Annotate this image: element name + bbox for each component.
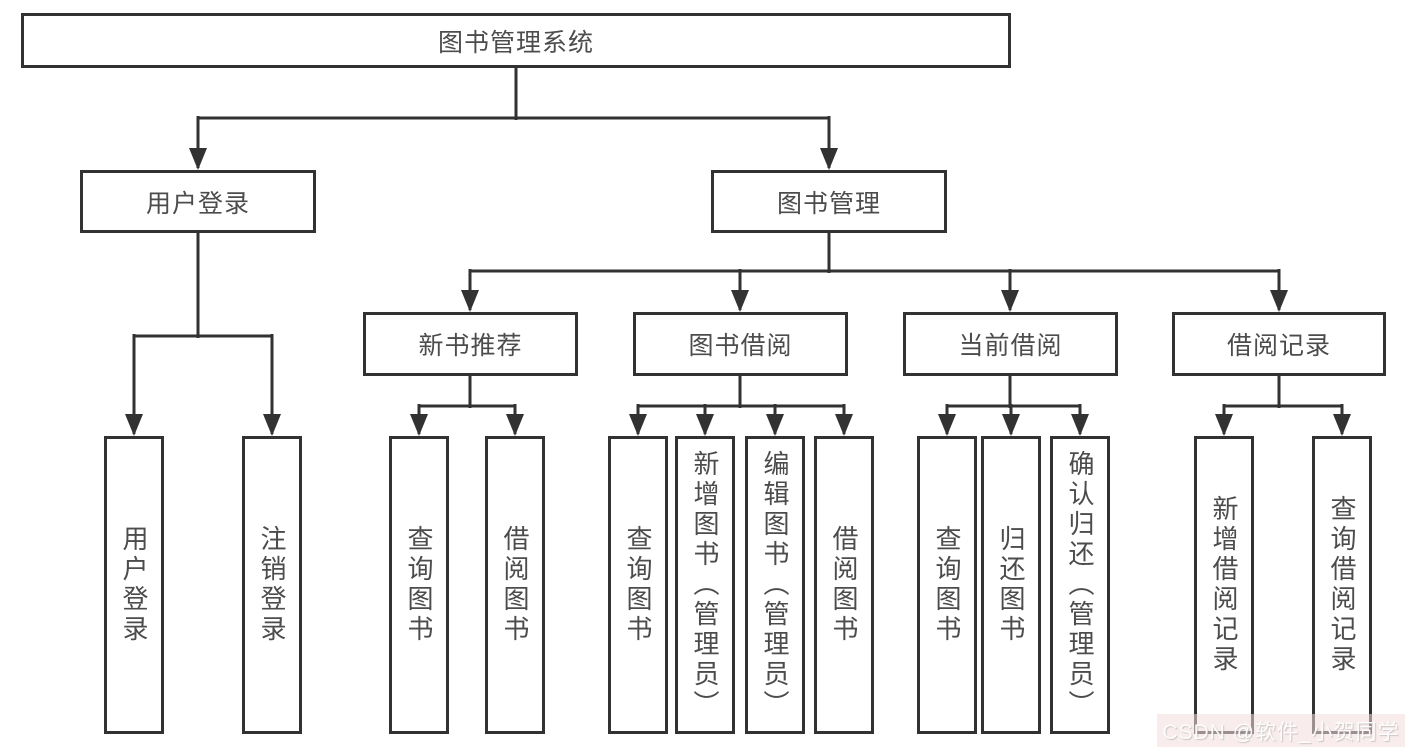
- connector-book-borrow-branch: [629, 376, 853, 436]
- node-book-management: 图书管理: [711, 170, 947, 233]
- leaf-query-borrow-record: 查询借阅记录: [1312, 436, 1372, 734]
- node-new-book-recommend: 新书推荐: [363, 312, 578, 376]
- leaf-add-borrow-record: 新增借阅记录: [1194, 436, 1254, 734]
- connector-borrow-records-branch: [1215, 376, 1351, 436]
- leaf-confirm-return-admin: 确认归还（管理员）: [1050, 436, 1110, 734]
- leaf-logout: 注销登录: [242, 436, 302, 734]
- leaf-add-books-admin: 新增图书（管理员）: [675, 436, 735, 734]
- node-book-borrow: 图书借阅: [633, 312, 848, 376]
- leaf-user-login: 用户登录: [104, 436, 164, 734]
- leaf-query-books-recommend: 查询图书: [389, 436, 449, 734]
- node-borrow-records: 借阅记录: [1172, 312, 1386, 376]
- leaf-edit-books-admin: 编辑图书（管理员）: [745, 436, 805, 734]
- leaf-borrow-books: 借阅图书: [814, 436, 874, 734]
- leaf-borrow-books-recommend: 借阅图书: [485, 436, 545, 734]
- node-user-login: 用户登录: [80, 170, 316, 233]
- leaf-query-books-borrow: 查询图书: [608, 436, 668, 734]
- node-current-borrow: 当前借阅: [903, 312, 1118, 376]
- node-root-library-management-system: 图书管理系统: [21, 13, 1011, 68]
- connector-new-book-branch: [410, 376, 524, 436]
- connector-user-login-branch: [125, 233, 281, 436]
- connector-root-to-level2: [189, 68, 838, 170]
- leaf-query-books-current: 查询图书: [917, 436, 977, 734]
- csdn-watermark: CSDN @软件_小贺同学: [1157, 714, 1405, 747]
- connector-book-management-branch: [461, 233, 1288, 312]
- connector-current-borrow-branch: [938, 376, 1089, 436]
- leaf-return-books: 归还图书: [981, 436, 1041, 734]
